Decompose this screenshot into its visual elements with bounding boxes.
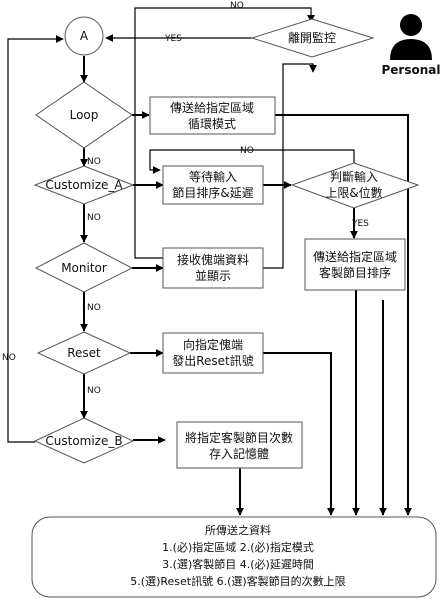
label-monitor-no: NO — [87, 303, 101, 313]
node-summary: 所傳送之資料 1.(必)指定區域 2.(必)指定模式 3.(選)客製節目 4.(… — [31, 516, 437, 598]
node-send-custom-line1: 傳送給指定區域 — [313, 249, 397, 264]
edge-customize-b-no-to-a — [7, 35, 64, 443]
label-customize-a-no: NO — [87, 213, 101, 223]
node-send-custom: 傳送給指定區域 客製節目排序 — [304, 238, 406, 291]
node-loop-label: Loop — [70, 108, 99, 122]
node-reset-action-line2: 發出Reset訊號 — [172, 353, 254, 368]
node-leave-monitor-label: 離開監控 — [288, 30, 336, 45]
node-receive-data-line2: 並顯示 — [195, 269, 231, 283]
summary-line-3: 5.(選)Reset訊號 6.(選)客製節目的次數上限 — [130, 574, 345, 588]
node-store-action-line1: 將指定客製節目次數 — [185, 430, 293, 445]
node-loop-action-line2: 循環模式 — [188, 117, 236, 131]
edge-labels: NO NO NO NO NO NO YES NO YES — [2, 1, 369, 396]
node-customize-a: Customize_A — [33, 165, 135, 205]
node-store-action-line2: 存入記憶體 — [209, 446, 269, 461]
summary-line-1: 1.(必)指定區域 2.(必)指定模式 — [162, 540, 314, 554]
node-check-input: 判斷輸入 上限&位數 — [290, 162, 420, 209]
node-monitor: Monitor — [34, 242, 134, 293]
edge-check-no-to-wait — [149, 149, 355, 174]
node-a: A — [64, 16, 104, 56]
label-check-no: NO — [240, 146, 254, 156]
connectors — [7, 7, 412, 516]
label-loop-no: NO — [87, 157, 101, 167]
node-reset-action: 向指定傀端 發出Reset訊號 — [162, 332, 264, 374]
label-customize-b-no: NO — [2, 353, 16, 363]
summary-title: 所傳送之資料 — [205, 523, 271, 537]
edge-reset-action-to-summary — [263, 352, 335, 516]
node-wait-input: 等待輸入 節目排序&延遲 — [162, 165, 264, 205]
label-leave-no: NO — [230, 1, 244, 11]
node-customize-a-label: Customize_A — [45, 178, 123, 192]
node-reset: Reset — [36, 331, 132, 375]
edge-receive-to-leave — [134, 7, 315, 259]
personal-label: Personal — [382, 63, 441, 77]
node-store-action: 將指定客製節目次數 存入記憶體 — [176, 421, 303, 469]
node-a-label: A — [80, 29, 89, 43]
node-receive-data-line1: 接收傀端資料 — [177, 252, 249, 267]
label-check-yes: YES — [351, 219, 369, 229]
person-icon — [390, 14, 432, 60]
edge-receive-to-leave-2 — [263, 63, 317, 269]
node-customize-b: Customize_B — [33, 417, 135, 464]
node-reset-label: Reset — [67, 346, 101, 360]
node-monitor-label: Monitor — [61, 261, 107, 275]
node-loop: Loop — [35, 81, 133, 149]
node-loop-action: 傳送給指定區域 循環模式 — [149, 96, 276, 135]
node-customize-b-label: Customize_B — [45, 434, 122, 448]
node-leave-monitor: 離開監控 — [250, 18, 375, 58]
node-check-input-line1: 判斷輸入 — [330, 169, 378, 184]
node-wait-input-line1: 等待輸入 — [189, 169, 237, 184]
node-check-input-line2: 上限&位數 — [325, 185, 382, 200]
node-loop-action-line1: 傳送給指定區域 — [170, 100, 254, 115]
label-leave-yes: YES — [164, 34, 182, 44]
node-reset-action-line1: 向指定傀端 — [183, 337, 243, 352]
personal: Personal — [382, 14, 441, 77]
edge-loop-action-to-summary — [275, 114, 412, 516]
label-reset-no: NO — [87, 386, 101, 396]
node-receive-data: 接收傀端資料 並顯示 — [162, 247, 264, 289]
node-wait-input-line2: 節目排序&延遲 — [172, 185, 253, 200]
node-send-custom-line2: 客製節目排序 — [319, 265, 391, 280]
summary-line-2: 3.(選)客製節目 4.(必)延遲時間 — [162, 557, 314, 571]
